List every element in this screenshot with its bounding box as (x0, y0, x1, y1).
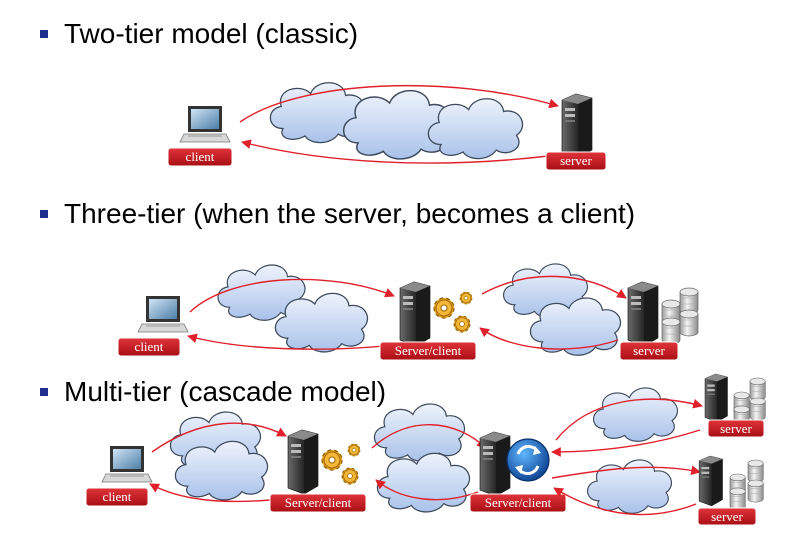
heading-three-tier-text: Three-tier (when the server, becomes a c… (64, 198, 636, 229)
gears-icon (321, 449, 343, 471)
response-arrow (479, 327, 619, 350)
server-label-text: server (711, 509, 743, 524)
server-label: server (707, 419, 765, 438)
request-arrow (371, 424, 487, 449)
server-client-label: Server/client (469, 493, 567, 513)
two-tier-diagram: client server (167, 82, 607, 171)
request-arrow (481, 275, 627, 299)
sync-icon (506, 438, 550, 482)
request-arrow (555, 398, 703, 441)
server-tower-icon (287, 429, 319, 495)
request-arrow (239, 84, 559, 123)
server-tower-icon (399, 281, 431, 347)
bullet-icon (40, 388, 48, 396)
server-tower-icon (698, 455, 723, 507)
client-label: client (117, 337, 181, 357)
heading-two-tier: Two-tier model (classic) (40, 18, 358, 50)
request-arrow (551, 465, 701, 479)
server-tower-icon (479, 431, 511, 497)
response-arrow (375, 479, 479, 501)
server-client-label-text: Server/client (395, 343, 462, 358)
gears-icon (347, 443, 361, 457)
cloud-icon (373, 403, 466, 462)
server-client-label: Server/client (379, 341, 477, 361)
gears-icon (341, 467, 359, 485)
client-label: client (167, 147, 233, 167)
laptop-icon (137, 295, 189, 333)
server-tower-icon (561, 93, 593, 159)
server-client-label: Server/client (269, 493, 367, 513)
client-label-text: client (103, 489, 132, 504)
three-tier-diagram: client Server/client server (117, 263, 699, 361)
database-icon (661, 287, 699, 345)
server-tower-icon (704, 373, 728, 423)
server-label-text: server (560, 153, 592, 168)
response-arrow (149, 483, 271, 503)
server-tower-icon (627, 281, 659, 347)
request-arrow (151, 422, 287, 453)
heading-multi-tier-text: Multi-tier (cascade model) (64, 376, 387, 407)
heading-multi-tier: Multi-tier (cascade model) (40, 376, 386, 408)
server-label: server (697, 507, 757, 526)
client-label: client (85, 487, 149, 507)
server-label-text: server (633, 343, 665, 358)
response-arrow (553, 487, 697, 516)
heading-three-tier: Three-tier (when the server, becomes a c… (40, 198, 635, 230)
client-label-text: client (135, 339, 164, 354)
bullet-icon (40, 210, 48, 218)
server-client-label-text: Server/client (485, 495, 552, 510)
multi-tier-diagram: client Server/client Server/client (85, 373, 766, 526)
server-label-text: server (720, 421, 752, 436)
bullet-icon (40, 30, 48, 38)
server-label: server (619, 341, 679, 361)
response-arrow (241, 139, 549, 164)
cloud-icon (376, 452, 471, 513)
laptop-icon (101, 445, 153, 483)
gears-icon (453, 315, 471, 333)
gears-icon (459, 291, 473, 305)
client-label-text: client (186, 149, 215, 164)
database-icon (729, 459, 764, 511)
server-label: server (545, 151, 607, 171)
server-client-label-text: Server/client (285, 495, 352, 510)
response-arrow (187, 333, 385, 350)
heading-two-tier-text: Two-tier model (classic) (64, 18, 359, 49)
laptop-icon (179, 105, 231, 143)
request-arrow (189, 278, 395, 313)
response-arrow (551, 429, 701, 457)
gears-icon (433, 297, 455, 319)
cloud-icon (592, 387, 679, 442)
